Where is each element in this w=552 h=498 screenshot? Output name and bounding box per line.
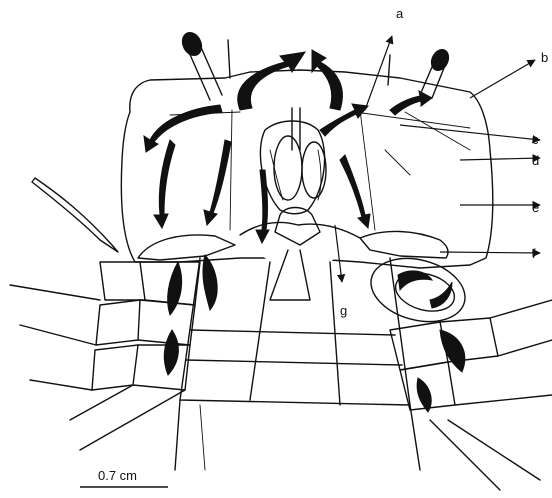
label-a: a [396,6,404,21]
label-b: b [541,50,548,65]
scale-bar: 0.7 cm [80,468,168,487]
label-d: d [532,153,539,168]
label-g: g [340,303,347,318]
legs-right [390,300,552,490]
label-f: f [532,246,536,261]
eye-structure [364,249,472,332]
scale-bar-label: 0.7 cm [98,468,137,483]
label-e: e [532,200,539,215]
label-c: c [532,132,539,147]
